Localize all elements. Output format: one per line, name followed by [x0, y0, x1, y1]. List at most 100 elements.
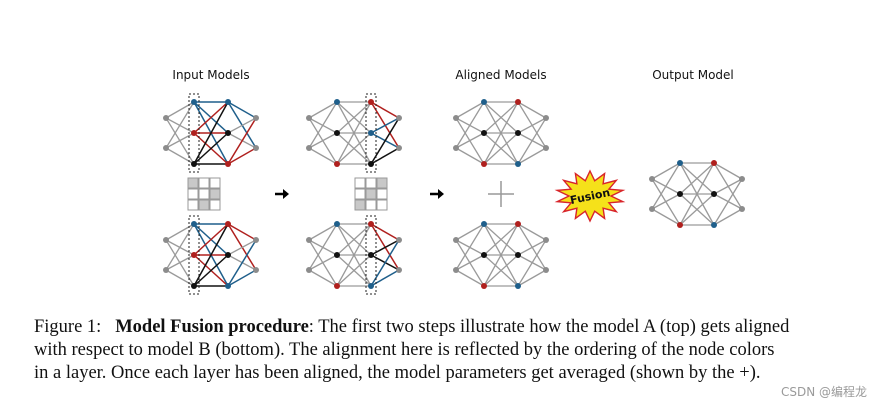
network-node — [225, 283, 231, 289]
network-node — [191, 252, 197, 258]
network-edge — [713, 178, 743, 226]
network-node — [543, 237, 549, 243]
network-node — [677, 222, 683, 228]
network-node — [253, 237, 259, 243]
network-node — [515, 283, 521, 289]
network-edge — [308, 132, 338, 149]
alignment-box — [365, 93, 377, 173]
network-edge — [517, 117, 547, 134]
caption-line-3: in a layer. Once each layer has been ali… — [34, 363, 761, 383]
network-node — [711, 222, 717, 228]
network-node — [334, 161, 340, 167]
network-node — [396, 237, 402, 243]
network-node — [163, 115, 169, 121]
network-node — [453, 145, 459, 151]
network-node — [163, 145, 169, 151]
network-node — [515, 161, 521, 167]
network-edge — [455, 101, 485, 149]
network-edge — [227, 239, 257, 287]
model-a-input — [163, 93, 259, 173]
network-node — [253, 267, 259, 273]
network-edge — [651, 162, 681, 210]
network-edge — [517, 223, 547, 241]
network-node — [368, 252, 374, 258]
caption-line-1: : The first two steps illustrate how the… — [308, 317, 790, 337]
network-node — [396, 115, 402, 121]
permutation-matrix-2 — [354, 177, 388, 211]
network-node — [306, 267, 312, 273]
network-edge — [308, 147, 338, 165]
network-node — [368, 99, 374, 105]
input-models-title: Input Models — [172, 68, 250, 82]
permutation-cell — [376, 199, 388, 211]
network-node — [481, 221, 487, 227]
network-node — [739, 206, 745, 212]
network-edge — [227, 239, 257, 256]
permutation-matrix-1 — [187, 177, 221, 211]
network-node — [481, 283, 487, 289]
network-edge — [483, 132, 519, 165]
network-edge — [455, 254, 485, 271]
permutation-cell — [354, 199, 366, 211]
network-node — [677, 191, 683, 197]
network-edge — [227, 269, 257, 287]
network-edge — [517, 239, 547, 256]
network-edge — [165, 132, 195, 149]
network-node — [481, 161, 487, 167]
network-edge — [308, 269, 338, 287]
network-node — [191, 130, 197, 136]
network-edge — [336, 101, 372, 165]
alignment-box — [188, 215, 200, 295]
network-node — [481, 252, 487, 258]
arrow-head — [283, 189, 289, 199]
network-node — [649, 206, 655, 212]
permutation-cell — [209, 177, 221, 189]
network-node — [396, 267, 402, 273]
model-a-step2 — [306, 93, 402, 173]
network-node — [396, 145, 402, 151]
model-b-input — [163, 215, 259, 295]
network-node — [453, 267, 459, 273]
network-edge — [193, 254, 229, 287]
network-edge — [308, 101, 338, 119]
network-node — [368, 161, 374, 167]
network-node — [649, 176, 655, 182]
model-fusion-diagram: Fusion — [163, 93, 745, 295]
arrow-head — [438, 189, 444, 199]
network-edge — [483, 254, 519, 287]
network-node — [253, 145, 259, 151]
permutation-cell — [376, 188, 388, 200]
network-node — [515, 130, 521, 136]
permutation-cell — [187, 177, 199, 189]
watermark: CSDN @编程龙 — [780, 385, 867, 399]
output-model-title: Output Model — [652, 68, 734, 82]
network-edge — [517, 101, 547, 119]
network-node — [515, 221, 521, 227]
network-node — [368, 283, 374, 289]
network-node — [515, 99, 521, 105]
network-edge — [483, 223, 519, 287]
figure-label: Figure 1: — [34, 317, 102, 337]
network-edge — [370, 239, 400, 256]
network-node — [225, 252, 231, 258]
network-node — [481, 130, 487, 136]
network-edge — [227, 101, 257, 119]
model-b-step2 — [306, 215, 402, 295]
network-node — [334, 283, 340, 289]
permutation-cell — [354, 188, 366, 200]
network-edge — [336, 254, 372, 287]
network-node — [225, 130, 231, 136]
alignment-box — [365, 215, 377, 295]
network-edge — [455, 147, 485, 165]
network-edge — [713, 208, 743, 226]
network-node — [453, 115, 459, 121]
network-node — [163, 267, 169, 273]
network-edge — [308, 254, 338, 271]
network-edge — [227, 223, 257, 241]
network-edge — [651, 208, 681, 226]
network-edge — [193, 132, 229, 165]
network-node — [334, 252, 340, 258]
network-node — [225, 161, 231, 167]
network-edge — [336, 101, 372, 134]
aligned-models-title: Aligned Models — [455, 68, 547, 82]
